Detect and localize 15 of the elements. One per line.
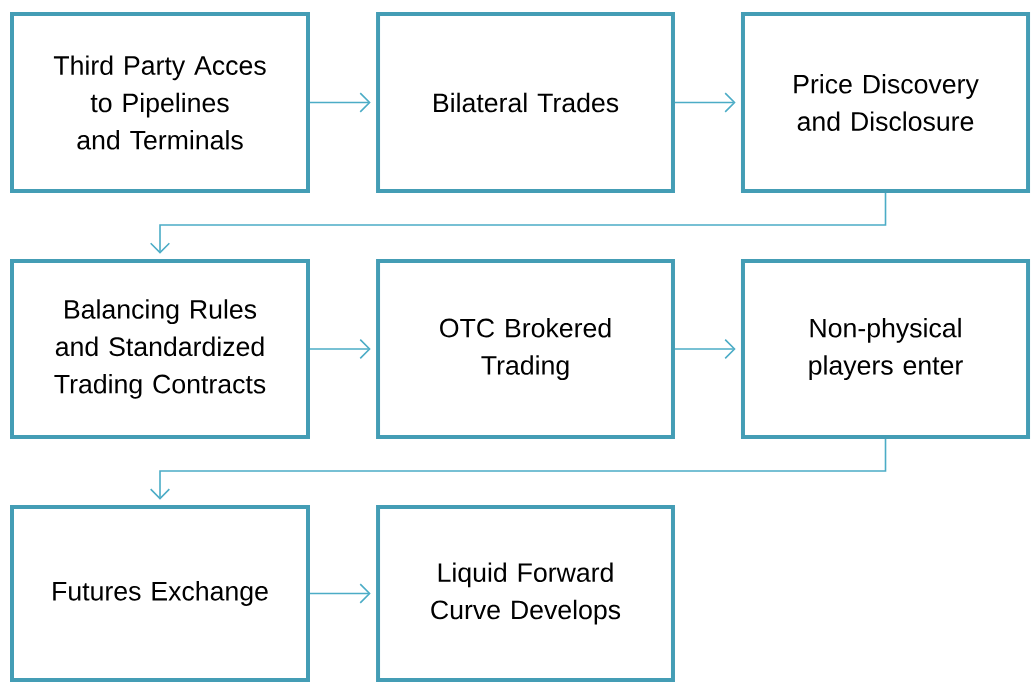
process-box: Price Discovery and Disclosure — [740, 11, 1031, 194]
arrow — [149, 438, 887, 500]
arrow — [309, 583, 371, 604]
process-box: Third Party Acces to Pipelines and Terminals — [10, 11, 310, 194]
process-box: Non-physical players enter — [740, 259, 1031, 439]
arrow — [309, 92, 371, 113]
process-box: Bilateral Trades — [376, 11, 675, 194]
process-box: Futures Exchange — [10, 504, 310, 683]
arrow — [309, 338, 371, 360]
process-box: OTC Brokered Trading — [376, 259, 675, 439]
arrow — [674, 338, 736, 360]
arrow — [149, 192, 887, 254]
process-box: Balancing Rules and Standardized Trading Contracts — [10, 259, 310, 439]
process-box: Liquid Forward Curve Develops — [376, 504, 675, 683]
arrow — [674, 92, 736, 113]
